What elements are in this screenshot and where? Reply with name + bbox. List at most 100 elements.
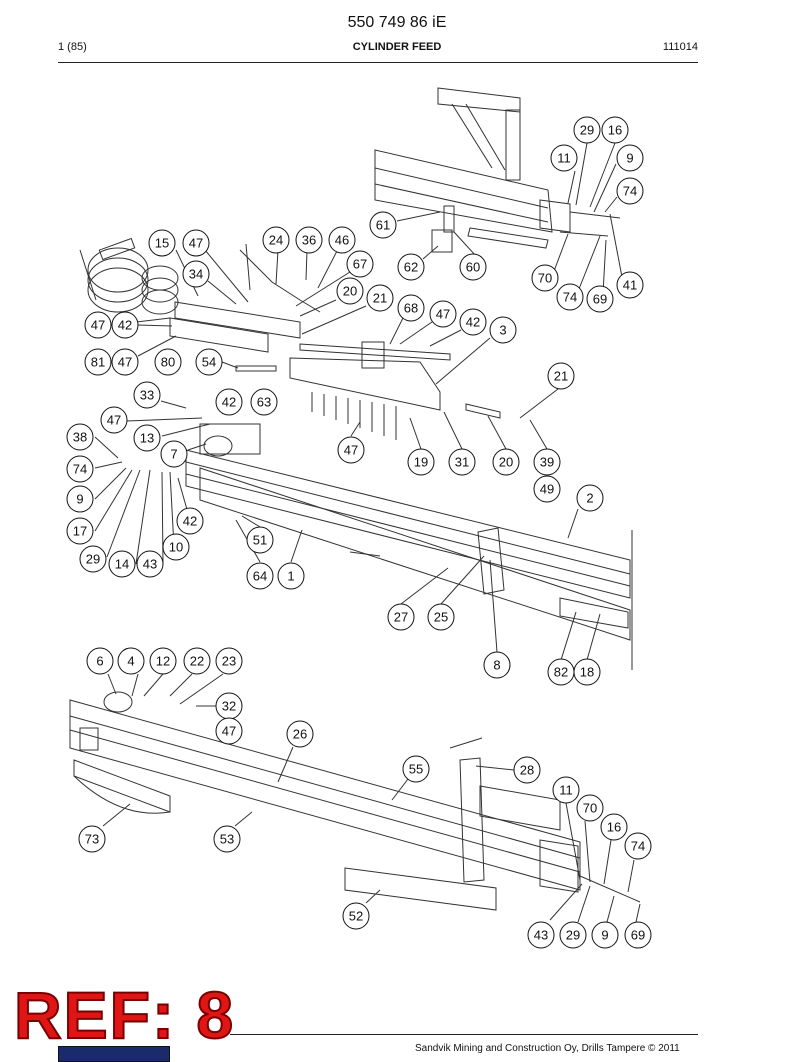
part-callout-74: 74 [66, 455, 94, 483]
part-callout-6: 6 [86, 647, 114, 675]
part-callout-label: 47 [107, 413, 121, 428]
part-callout-47: 47 [111, 348, 139, 376]
part-callout-label: 10 [169, 540, 183, 555]
part-callout-label: 4 [127, 654, 134, 669]
part-callout-label: 11 [557, 151, 571, 166]
part-callout-74: 74 [556, 283, 584, 311]
part-callout-label: 25 [434, 610, 448, 625]
part-callout-1: 1 [277, 562, 305, 590]
part-callout-21: 21 [547, 362, 575, 390]
part-callout-label: 34 [189, 267, 203, 282]
part-callout-29: 29 [559, 921, 587, 949]
part-callout-16: 16 [600, 813, 628, 841]
document-number: 550 749 86 iE [347, 14, 447, 31]
part-callout-label: 61 [376, 218, 390, 233]
part-callout-label: 9 [601, 928, 608, 943]
part-callout-label: 18 [580, 665, 594, 680]
part-callout-label: 39 [540, 455, 554, 470]
part-callout-41: 41 [616, 271, 644, 299]
part-callout-label: 74 [623, 184, 637, 199]
main-feed-beam-lower [69, 691, 641, 911]
part-callout-label: 74 [563, 290, 577, 305]
part-callout-label: 27 [394, 610, 408, 625]
part-callout-69: 69 [624, 921, 652, 949]
part-callout-47: 47 [429, 300, 457, 328]
part-callout-18: 18 [573, 658, 601, 686]
part-callout-29: 29 [79, 545, 107, 573]
part-callout-70: 70 [576, 794, 604, 822]
document-date: 111014 [662, 41, 698, 53]
part-callout-label: 73 [85, 832, 99, 847]
part-callout-51: 51 [246, 526, 274, 554]
part-callout-label: 42 [183, 514, 197, 529]
part-callout-label: 13 [140, 431, 154, 446]
leader-lines [94, 142, 641, 923]
part-callout-47: 47 [182, 229, 210, 257]
part-callout-label: 17 [73, 524, 87, 539]
part-callout-label: 42 [222, 395, 236, 410]
part-callout-47: 47 [84, 311, 112, 339]
part-callout-label: 29 [580, 123, 594, 138]
part-callout-4: 4 [117, 647, 145, 675]
part-callout-label: 20 [343, 284, 357, 299]
top-mount-assembly [374, 87, 621, 253]
part-callout-label: 70 [583, 801, 597, 816]
part-callout-label: 15 [155, 236, 169, 251]
part-callout-21: 21 [366, 284, 394, 312]
part-callout-label: 8 [493, 658, 500, 673]
part-callout-23: 23 [215, 647, 243, 675]
part-callout-74: 74 [616, 177, 644, 205]
part-callout-54: 54 [195, 348, 223, 376]
part-callout-53: 53 [213, 825, 241, 853]
part-callout-80: 80 [154, 348, 182, 376]
part-callout-46: 46 [328, 226, 356, 254]
part-callout-26: 26 [286, 720, 314, 748]
part-callout-42: 42 [176, 507, 204, 535]
part-callout-label: 42 [118, 318, 132, 333]
part-callout-7: 7 [160, 440, 188, 468]
part-callout-32: 32 [215, 692, 243, 720]
part-callout-49: 49 [533, 475, 561, 503]
part-callout-36: 36 [295, 226, 323, 254]
part-callout-43: 43 [527, 921, 555, 949]
part-callout-label: 43 [534, 928, 548, 943]
part-callout-14: 14 [108, 550, 136, 578]
part-callout-34: 34 [182, 260, 210, 288]
cylinder-group-left [79, 237, 321, 353]
page-count: 1 (85) [58, 41, 87, 53]
part-callout-label: 47 [344, 443, 358, 458]
part-callout-label: 80 [161, 355, 175, 370]
part-callout-label: 22 [190, 654, 204, 669]
part-callout-73: 73 [78, 825, 106, 853]
part-callout-17: 17 [66, 517, 94, 545]
part-callout-81: 81 [84, 348, 112, 376]
part-callout-42: 42 [459, 308, 487, 336]
part-callout-label: 21 [373, 291, 387, 306]
part-callout-label: 20 [499, 455, 513, 470]
part-callout-74: 74 [624, 832, 652, 860]
main-feed-beam-upper [185, 423, 633, 670]
part-callout-label: 46 [335, 233, 349, 248]
part-callout-label: 12 [156, 654, 170, 669]
part-callout-2: 2 [576, 484, 604, 512]
part-callout-label: 74 [73, 462, 87, 477]
part-callout-47: 47 [215, 717, 243, 745]
part-callout-38: 38 [66, 423, 94, 451]
reference-stamp: REF: 8 [13, 978, 236, 1052]
part-callout-27: 27 [387, 603, 415, 631]
part-callout-label: 33 [140, 388, 154, 403]
part-callout-61: 61 [369, 211, 397, 239]
part-callout-label: 2 [586, 491, 593, 506]
part-callout-47: 47 [100, 406, 128, 434]
part-callout-60: 60 [459, 253, 487, 281]
part-callout-11: 11 [552, 776, 580, 804]
part-callout-70: 70 [531, 264, 559, 292]
part-callout-68: 68 [397, 294, 425, 322]
footer-divider [230, 1034, 698, 1035]
part-callout-label: 11 [559, 783, 573, 798]
part-callout-31: 31 [448, 448, 476, 476]
part-callout-label: 81 [91, 355, 105, 370]
part-callout-label: 29 [86, 552, 100, 567]
